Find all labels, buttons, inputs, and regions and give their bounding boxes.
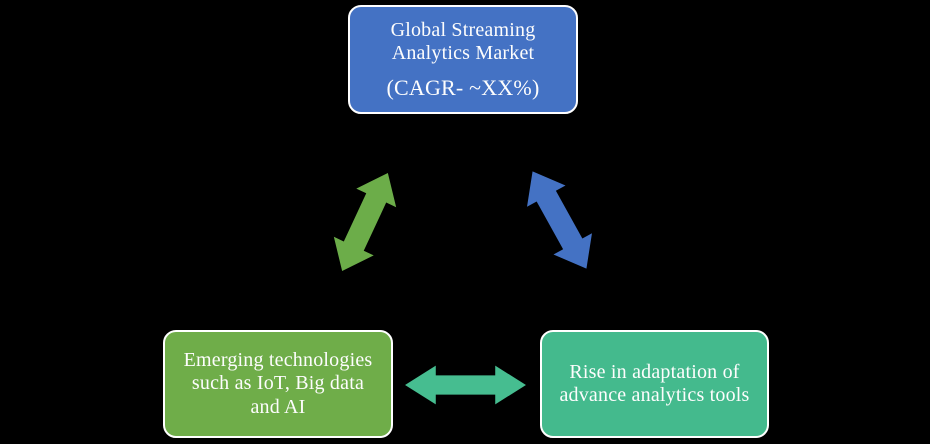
- double-arrow-market-technologies-icon: [333, 172, 397, 272]
- node-adoption-label-line1: Rise in adaptation of: [569, 360, 740, 383]
- double-arrow-shape: [527, 171, 592, 269]
- node-tech-label-line3: and AI: [250, 395, 306, 418]
- node-market-cagr-label: (CAGR- ~XX%): [386, 74, 540, 100]
- node-market-title: Global Streaming Analytics Market: [391, 19, 536, 65]
- node-emerging-technologies: Emerging technologies such as IoT, Big d…: [163, 330, 393, 438]
- double-arrow-market-adoption-icon: [527, 171, 592, 269]
- node-adoption-label: Rise in adaptation of advance analytics …: [559, 361, 749, 407]
- double-arrow-technologies-adoption-icon: [405, 365, 526, 405]
- node-rise-in-adaptation: Rise in adaptation of advance analytics …: [540, 330, 769, 438]
- double-arrow-shape: [405, 365, 526, 405]
- node-global-streaming-analytics-market: Global Streaming Analytics Market (CAGR-…: [348, 5, 578, 114]
- node-tech-label-line1: Emerging technologies: [183, 349, 373, 372]
- node-tech-label: Emerging technologies such as IoT, Big d…: [184, 349, 373, 419]
- double-arrow-shape: [333, 172, 397, 272]
- node-tech-label-line2: such as IoT, Big data: [191, 372, 365, 395]
- node-market-title-line2: Analytics Market: [391, 41, 535, 64]
- node-market-title-line1: Global Streaming: [390, 18, 536, 41]
- node-adoption-label-line2: advance analytics tools: [559, 384, 750, 406]
